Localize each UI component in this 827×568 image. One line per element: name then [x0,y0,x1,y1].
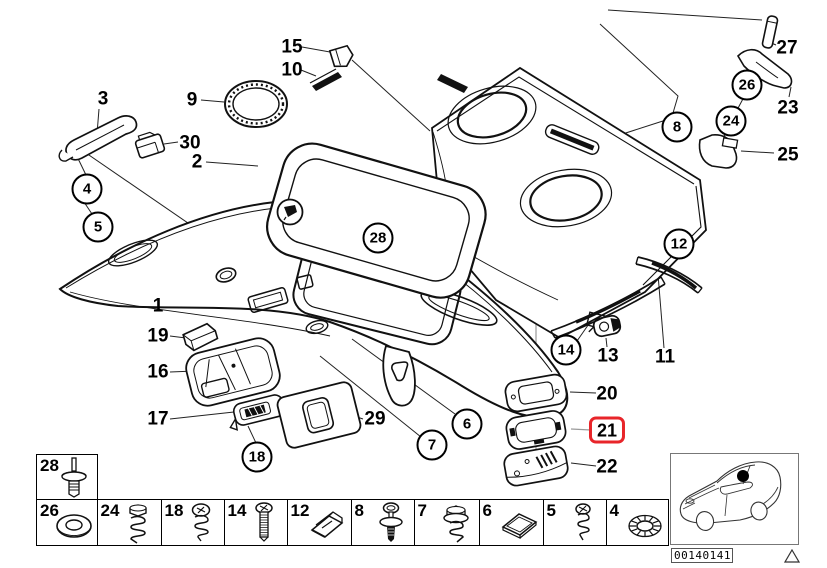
washer-icon [55,514,92,538]
screw-with-washer-icon [378,502,403,542]
car-location-inset [670,453,799,545]
callout-4[interactable]: 4 [71,173,103,205]
fastener-table-row: 26 24 18 14 [36,499,669,546]
callout-26[interactable]: 26 [731,69,763,101]
hex-screw-icon [128,504,147,544]
strip-11 [550,276,666,339]
callout-2[interactable]: 2 [191,151,203,173]
callout-29[interactable]: 29 [364,408,386,430]
grab-handle [58,115,138,162]
strip-10 [309,68,342,91]
callout-20[interactable]: 20 [596,383,618,405]
callout-27[interactable]: 27 [776,37,798,59]
fastener-cell-label: 7 [417,501,427,520]
callout-17[interactable]: 17 [147,408,169,430]
callout-19[interactable]: 19 [147,325,169,347]
trim-frame-20 [504,373,568,413]
fastener-cell-4[interactable]: 4 [607,500,669,545]
hex-flange-screw-icon [442,505,469,543]
callout-24[interactable]: 24 [715,105,747,137]
callout-23[interactable]: 23 [777,97,799,119]
callout-3[interactable]: 3 [97,88,109,110]
fastener-cell-label: 8 [354,501,364,520]
fastener-cell-7[interactable]: 7 [415,500,480,545]
fastener-cell-label: 18 [164,501,184,520]
car-roof-location-icon [679,461,782,531]
fastener-cell-28[interactable]: 28 [36,454,98,501]
machine-screw-icon [254,502,273,542]
fastener-cell-5[interactable]: 5 [544,500,607,545]
fastener-cell-8[interactable]: 8 [352,500,415,545]
callout-6[interactable]: 6 [451,408,483,440]
callout-13[interactable]: 13 [597,345,619,367]
callout-18[interactable]: 18 [241,441,273,473]
callout-12[interactable]: 12 [663,228,695,260]
callout-11[interactable]: 11 [654,346,676,368]
serrated-washer-icon [628,514,662,538]
headliner-panel [58,200,569,419]
fastener-cell-14[interactable]: 14 [225,500,288,545]
fastener-cell-label: 4 [609,501,619,520]
light-housing-16 [185,337,281,407]
callout-9[interactable]: 9 [186,89,198,111]
fastener-cell-12[interactable]: 12 [288,500,352,545]
fastener-cell-label: 26 [40,501,59,520]
callout-10[interactable]: 10 [281,59,303,81]
sheet-metal-clip-icon [310,511,343,538]
fastener-cell-label: 5 [546,501,556,520]
callout-22[interactable]: 22 [596,456,618,478]
callout-5[interactable]: 5 [82,211,114,243]
pan-head-screw-icon [574,503,591,541]
cover-cap-24-25 [698,134,739,169]
diagram-code: 00140141 [671,548,733,563]
fastener-cell-label: 12 [290,501,310,520]
trim-ring-9 [224,80,288,128]
roof-location-dot [737,470,749,482]
clip-30 [134,131,166,159]
fastener-cell-24[interactable]: 24 [98,500,162,545]
clip-13 [588,314,622,338]
fastener-cell-18[interactable]: 18 [162,500,225,545]
lens-19 [182,322,219,352]
callout-25[interactable]: 25 [777,144,799,166]
callout-1[interactable]: 1 [152,295,164,317]
expanding-rivet-icon [61,457,87,498]
switch-module-22 [503,445,569,487]
callout-7[interactable]: 7 [416,429,448,461]
triangle-marker-icon [784,549,800,563]
trim-plate-21 [505,410,567,450]
fastener-cell-label: 6 [482,501,492,520]
fastener-cell-label: 14 [227,501,247,520]
bracket-15 [328,44,354,68]
callout-30[interactable]: 30 [179,132,201,154]
fastener-cell-label: 24 [100,501,120,520]
gasket-29 [276,381,362,449]
clip-detail-bubble [276,198,304,226]
fastener-cell-26[interactable]: 26 [37,500,98,545]
callout-21-highlighted[interactable]: 21 [588,416,626,444]
pan-head-screw-icon [191,503,210,542]
fastener-cell-label: 28 [40,456,59,475]
visor-pin-27 [761,15,779,49]
light-unit-17 [229,394,286,431]
strip-12 [635,256,703,294]
trim-pad-icon [501,513,537,539]
callout-15[interactable]: 15 [281,36,303,58]
fastener-cell-6[interactable]: 6 [480,500,544,545]
callout-16[interactable]: 16 [147,361,169,383]
callout-28[interactable]: 28 [362,222,394,254]
sunroof-seal-frame [266,142,487,299]
callout-14[interactable]: 14 [550,334,582,366]
callout-8[interactable]: 8 [661,111,693,143]
